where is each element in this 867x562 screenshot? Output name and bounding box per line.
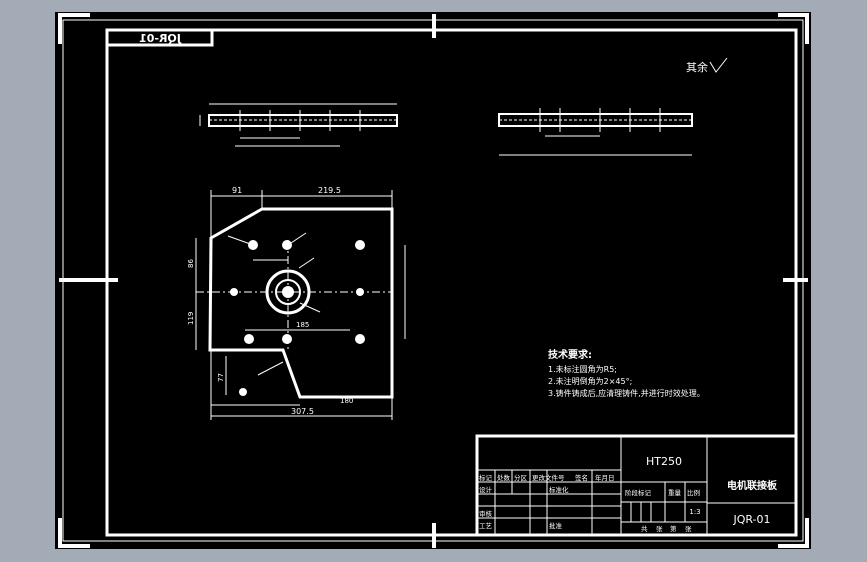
dim-center-span: 185	[296, 321, 309, 329]
tech-req-item: 3.铸件铸成后,应清理铸件,并进行时效处理。	[548, 388, 705, 398]
inner-frame	[105, 28, 798, 537]
tech-req-title: 技术要求:	[548, 348, 592, 361]
tech-req-item: 1.未标注圆角为R5;	[548, 364, 617, 374]
corner-marks	[58, 13, 809, 548]
drawing-number-tab	[105, 28, 214, 47]
tech-requirements: 技术要求: 1.未标注圆角为R5; 2.未注明倒角为2×45°; 3.铸件铸成后…	[548, 348, 705, 398]
surface-finish-note: 其余	[686, 60, 708, 74]
drawing-number-tab-text: JQR-01	[139, 32, 182, 45]
dim-left-lower: 119	[187, 312, 195, 325]
label-standardization: 标准化	[549, 485, 569, 494]
dim-bottom-overall: 307.5	[291, 407, 314, 416]
tech-req-item: 2.未注明倒角为2×45°;	[548, 376, 632, 386]
label-review: 审核	[479, 509, 493, 518]
dim-left-upper: 86	[187, 259, 195, 268]
surface-finish-symbol	[709, 57, 728, 73]
label-sheet: 张	[685, 524, 692, 533]
side-view-right	[498, 108, 693, 156]
dim-bottom-inner: 180	[340, 397, 353, 405]
label-mark: 标记	[479, 473, 493, 482]
part-name-text: 电机联接板	[727, 479, 778, 492]
plan-view: 91 219.5 86 119 180 307.5 185 77	[187, 186, 406, 420]
label-signature: 签名	[575, 473, 588, 482]
label-designer: 设计	[479, 485, 493, 494]
material-text: HT250	[646, 455, 682, 468]
label-count: 处数	[497, 473, 511, 482]
label-date: 年月日	[595, 473, 615, 482]
dim-top-right: 219.5	[318, 186, 341, 195]
label-sheet: 张	[656, 524, 663, 533]
label-stage-mark: 阶段标记	[625, 488, 652, 497]
label-total: 共	[641, 524, 648, 533]
side-view-left	[199, 103, 398, 147]
label-zone: 分区	[514, 473, 528, 482]
drawing-number-text: JQR-01	[732, 513, 770, 526]
dim-top-left: 91	[232, 186, 242, 195]
title-block: HT250 电机联接板 JQR-01 1:3 标记 处数 分区 更改文件号 签名…	[475, 434, 798, 537]
label-page-no: 第	[670, 524, 677, 533]
label-change-doc: 更改文件号	[532, 473, 565, 482]
dim-notch-height: 77	[217, 373, 225, 382]
label-weight: 重量	[668, 489, 682, 497]
label-process: 工艺	[479, 522, 493, 530]
label-ratio: 比例	[687, 488, 700, 497]
drawing-paper	[55, 12, 811, 549]
label-approve: 批准	[549, 521, 563, 530]
scale-text: 1:3	[689, 508, 700, 516]
